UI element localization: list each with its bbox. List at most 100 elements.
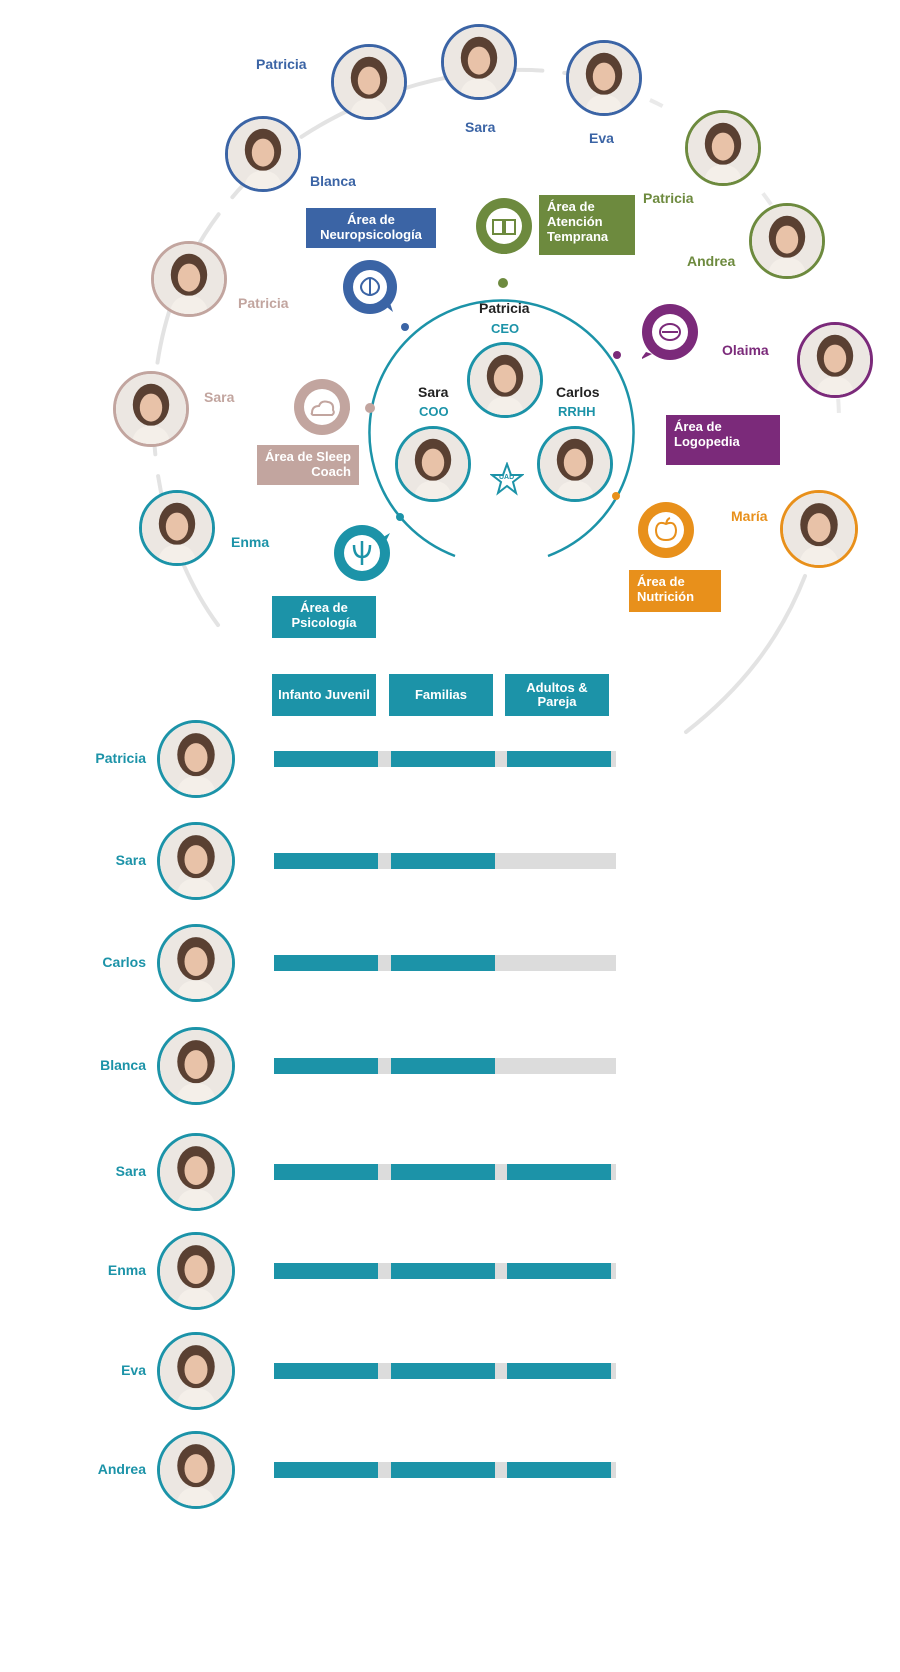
avatar-olaima <box>797 322 873 398</box>
table-bar-segment-familias <box>391 853 495 869</box>
label-atencion-temprana: Área de Atención Temprana <box>539 195 635 255</box>
table-row-avatar <box>157 720 235 798</box>
avatar-blanca <box>225 116 301 192</box>
uad-logo-icon <box>490 462 524 496</box>
avatar-sara-pink <box>113 371 189 447</box>
avatar-patricia-pink <box>151 241 227 317</box>
table-bar-segment-adultos-pareja <box>507 1363 611 1379</box>
avatar-sara-top <box>441 24 517 100</box>
label-logopedia: Área de Logopedia <box>666 415 780 465</box>
person-photo-icon <box>540 429 610 499</box>
label-neuropsicologia-text: Área de Neuropsicología <box>320 212 422 242</box>
table-bar-segment-infanto-juvenil <box>274 1462 378 1478</box>
table-row-name: Sara <box>115 1163 146 1179</box>
table-row-bar <box>274 853 616 869</box>
person-photo-icon <box>398 429 468 499</box>
table-row-avatar <box>157 924 235 1002</box>
name-patricia-blue: Patricia <box>256 56 307 72</box>
mouth-icon <box>642 304 698 360</box>
person-photo-icon <box>334 47 404 117</box>
person-photo-icon <box>783 493 855 565</box>
uad-logo-text: UAD <box>499 474 515 481</box>
table-row-name: Patricia <box>95 750 146 766</box>
table-row-avatar <box>157 1133 235 1211</box>
table-row-name: Blanca <box>100 1057 146 1073</box>
label-psicologia-text: Área de Psicología <box>291 600 357 630</box>
table-bar-segment-adultos-pareja <box>507 1462 611 1478</box>
avatar-patricia-green <box>685 110 761 186</box>
person-photo-icon <box>142 493 212 563</box>
table-row-name: Eva <box>121 1362 146 1378</box>
table-bar-segment-familias <box>391 1363 495 1379</box>
person-photo-icon <box>116 374 186 444</box>
person-photo-icon <box>470 345 540 415</box>
node-dot-purple <box>613 351 621 359</box>
person-photo-icon <box>160 1136 232 1208</box>
column-header-adultos-pareja: Adultos & Pareja <box>505 674 609 716</box>
table-bar-segment-infanto-juvenil <box>274 955 378 971</box>
table-row-avatar <box>157 1332 235 1410</box>
node-dot-teal <box>396 513 404 521</box>
person-photo-icon <box>752 206 822 276</box>
table-bar-segment-infanto-juvenil <box>274 1263 378 1279</box>
person-photo-icon <box>160 927 232 999</box>
avatar-rrhh-carlos <box>537 426 613 502</box>
label-sleep-coach: Área de Sleep Coach <box>257 445 359 485</box>
ceo-role: CEO <box>491 321 520 336</box>
avatar-eva <box>566 40 642 116</box>
label-sleep-coach-text: Área de Sleep Coach <box>265 449 351 479</box>
node-dot-pink <box>365 403 375 413</box>
book-icon <box>476 198 532 254</box>
person-photo-icon <box>228 119 298 189</box>
cloud-moon-icon <box>294 379 350 435</box>
avatar-maria <box>780 490 858 568</box>
avatar-patricia-blue <box>331 44 407 120</box>
table-bar-segment-familias <box>391 1164 495 1180</box>
table-bar-segment-infanto-juvenil <box>274 853 378 869</box>
person-photo-icon <box>154 244 224 314</box>
table-row-bar <box>274 955 616 971</box>
table-bar-segment-adultos-pareja <box>507 1263 611 1279</box>
person-photo-icon <box>160 825 232 897</box>
person-photo-icon <box>160 723 232 795</box>
coo-role: COO <box>419 404 449 419</box>
rrhh-role: RRHH <box>558 404 596 419</box>
table-row-bar <box>274 1263 616 1279</box>
table-row-bar <box>274 751 616 767</box>
table-row-name: Andrea <box>97 1461 146 1477</box>
column-header-familias: Familias <box>389 674 493 716</box>
name-maria: María <box>731 508 768 524</box>
table-bar-segment-familias <box>391 1058 495 1074</box>
table-row-bar <box>274 1462 616 1478</box>
avatar-andrea-outer <box>749 203 825 279</box>
table-bar-segment-adultos-pareja <box>507 751 611 767</box>
name-enma-outer: Enma <box>231 534 270 550</box>
table-row-bar <box>274 1363 616 1379</box>
label-neuropsicologia: Área de Neuropsicología <box>306 208 436 248</box>
label-atencion-temprana-text: Área de Atención Temprana <box>547 199 609 244</box>
node-dot-green <box>498 278 508 288</box>
node-dot-blue <box>401 323 409 331</box>
table-bar-segment-infanto-juvenil <box>274 1058 378 1074</box>
table-row-name: Carlos <box>102 954 146 970</box>
table-bar-segment-infanto-juvenil <box>274 1164 378 1180</box>
name-sara-pink: Sara <box>204 389 235 405</box>
table-row-bar <box>274 1164 616 1180</box>
apple-icon <box>638 502 694 558</box>
table-row-avatar <box>157 1431 235 1509</box>
avatar-enma-outer <box>139 490 215 566</box>
node-dot-orange <box>612 492 620 500</box>
person-photo-icon <box>160 1235 232 1307</box>
table-row-avatar <box>157 1027 235 1105</box>
name-andrea-outer: Andrea <box>687 253 736 269</box>
brain-icon <box>343 260 397 314</box>
table-bar-segment-infanto-juvenil <box>274 751 378 767</box>
table-bar-segment-familias <box>391 1263 495 1279</box>
column-header-infanto-juvenil: Infanto Juvenil <box>272 674 376 716</box>
coo-name: Sara <box>418 384 449 400</box>
table-bar-segment-familias <box>391 1462 495 1478</box>
rrhh-name: Carlos <box>556 384 600 400</box>
table-row-name: Enma <box>107 1262 146 1278</box>
name-eva: Eva <box>589 130 614 146</box>
